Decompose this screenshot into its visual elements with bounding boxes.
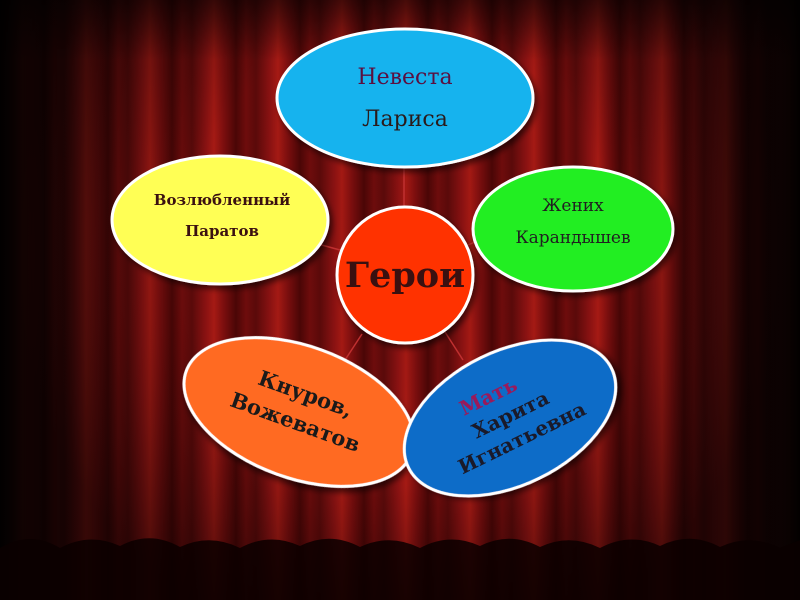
node-groom-line-2: Карандышев <box>515 228 630 248</box>
node-groom: Жених Карандышев <box>471 165 675 293</box>
center-label: Герои <box>345 255 465 296</box>
node-merchants: Кнуров, Вожеватов <box>182 336 416 488</box>
curtain-right-shadow <box>670 0 800 600</box>
node-bride: Невеста Лариса <box>275 27 535 169</box>
node-bride-line-2: Лариса <box>362 107 448 132</box>
connector-merchants <box>344 333 363 361</box>
node-lover-line-2: Паратов <box>185 222 259 240</box>
connector-lover <box>317 243 341 251</box>
center-node-heroes: Герои <box>335 205 475 345</box>
node-groom-line-1: Жених <box>542 196 604 216</box>
curtain-left-shadow <box>0 0 120 600</box>
node-bride-line-1: Невеста <box>357 65 452 90</box>
connector-mother <box>444 331 464 361</box>
node-lover-line-1: Возлюбленный <box>154 191 290 209</box>
node-mother: Мать Харита Игнатьевна <box>402 338 618 498</box>
node-lover: Возлюбленный Паратов <box>110 154 330 286</box>
